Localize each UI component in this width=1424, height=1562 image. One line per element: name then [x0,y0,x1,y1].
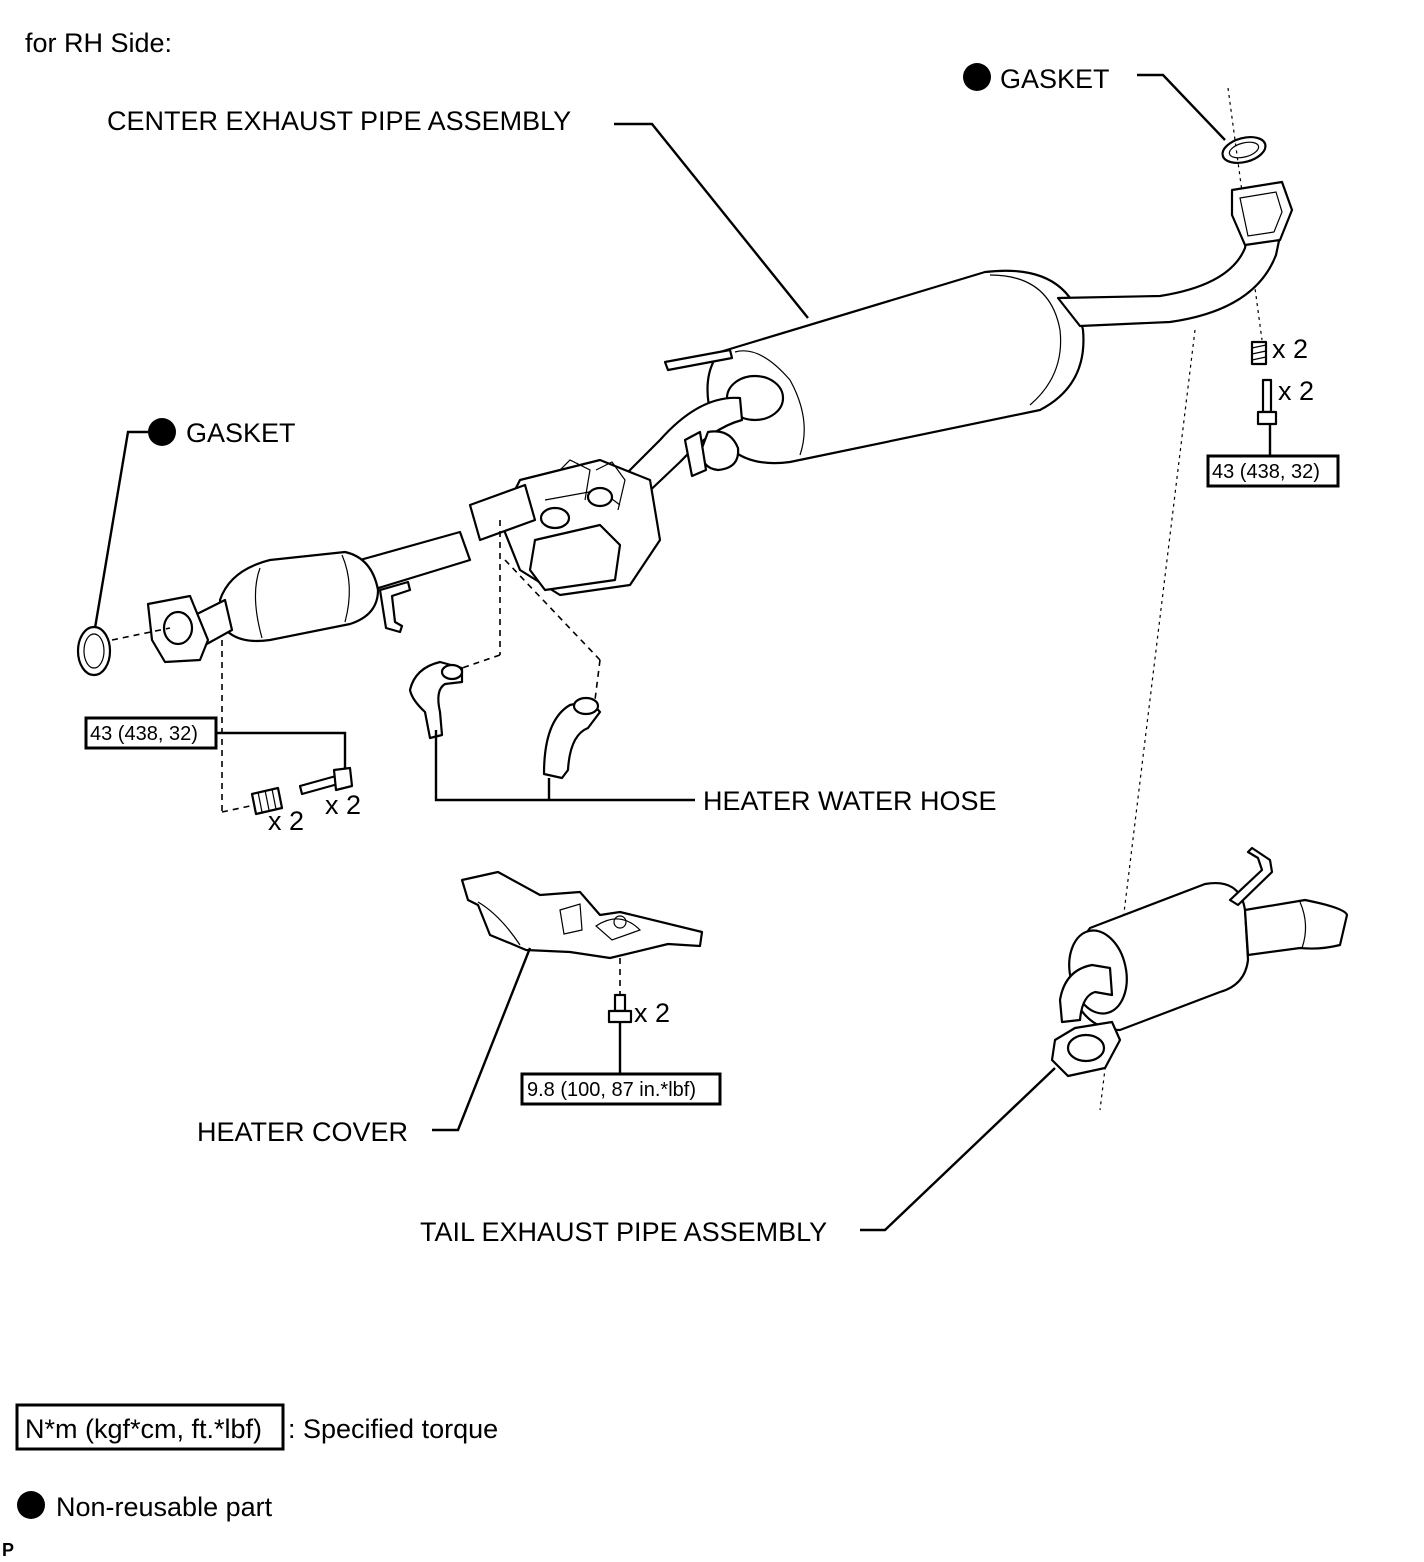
center-pipe-label: CENTER EXHAUST PIPE ASSEMBLY [107,106,571,136]
gasket-left-part [76,625,112,677]
spring-right-qty: x 2 [1272,334,1308,364]
torque-left-value: 43 (438, 32) [90,723,198,745]
heater-hose-label: HEATER WATER HOSE [703,786,997,816]
torque-cover-box: 9.8 (100, 87 in.*lbf) [520,1072,722,1106]
center-pipe-leader [614,122,809,319]
legend-torque: N*m (kgf*cm, ft.*lbf) : Specified torque [15,1403,498,1451]
cover-bolt-icon [607,993,633,1024]
heater-hose-right-part [542,696,602,780]
heater-cover-label: HEATER COVER [197,1117,408,1147]
torque-right-box: 43 (438, 32) [1206,454,1340,488]
footer-code: P [2,1540,14,1560]
diagram-title: for RH Side: [25,28,172,58]
cover-bolt-qty: x 2 [634,998,670,1028]
torque-cover-value: 9.8 (100, 87 in.*lbf) [527,1079,696,1101]
legend-nonreusable-text: Non-reusable part [56,1492,273,1522]
hose-dashline-right2 [594,659,601,701]
spring-left-qty: x 2 [268,806,304,836]
hose-leader [434,730,695,802]
tail-pipe-label: TAIL EXHAUST PIPE ASSEMBLY [420,1217,827,1247]
nonreusable-bullet-icon [17,1491,45,1519]
tail-exhaust-pipe-part [1050,846,1349,1078]
torque-right-value: 43 (438, 32) [1212,461,1320,483]
torque-left-leader [216,731,347,770]
heater-cover-leader [432,947,532,1132]
bolt-right-qty: x 2 [1278,376,1314,406]
legend-nonreusable: Non-reusable part [17,1491,273,1522]
gasket-top-label: GASKET [1000,64,1110,94]
center-exhaust-pipe-part [146,180,1294,664]
gasket-left-dashline [111,627,171,641]
legend-torque-text: : Specified torque [288,1414,498,1444]
bolt-right-icon [1256,378,1278,426]
nonreusable-bullet-icon [963,63,991,91]
tail-pipe-leader [860,1067,1056,1232]
gasket-top-part [1221,135,1267,165]
gasket-top-leader [1137,73,1226,141]
alignment-line-tail [1099,329,1196,1111]
torque-left-box: 43 (438, 32) [84,716,218,750]
spring-left-icon [250,786,284,816]
hose-dashline-right [504,559,601,661]
gasket-left-leader [93,430,148,629]
spring-right-icon [1250,340,1268,366]
hose-dashline-left2 [461,654,501,669]
bolt-left-icon [298,766,354,796]
heater-hose-left-part [408,660,464,740]
heater-cover-part [460,870,704,960]
spring-left-dashline [221,805,251,813]
nonreusable-bullet-icon [148,418,176,446]
gasket-left-label: GASKET [186,418,296,448]
legend-torque-box-text: N*m (kgf*cm, ft.*lbf) [25,1414,262,1444]
bolt-left-qty: x 2 [325,790,361,820]
